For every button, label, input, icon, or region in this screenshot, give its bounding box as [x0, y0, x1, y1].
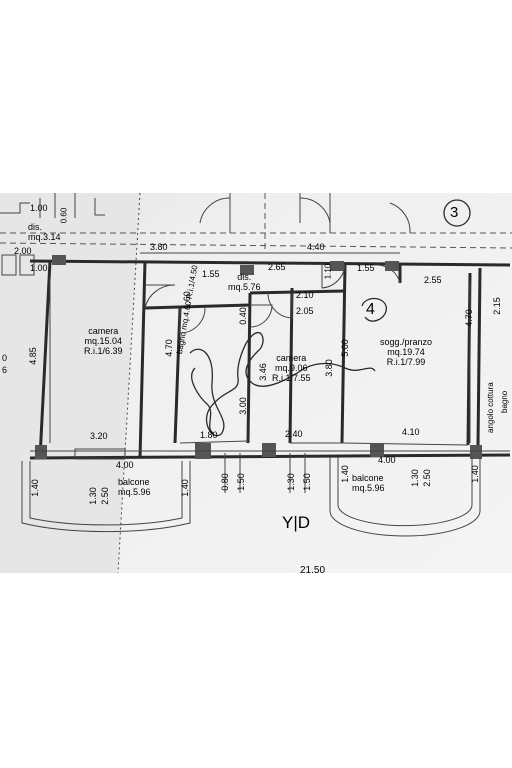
dimension-label: 4.70	[163, 339, 174, 357]
dimension-label: 2.50	[99, 487, 110, 505]
dimension-label: 0	[2, 353, 8, 363]
dimension-label: 2.55	[424, 275, 442, 285]
dimension-label: 2.05	[296, 306, 314, 316]
dimension-label: 4.40	[307, 242, 325, 252]
room-name: camera	[88, 326, 119, 336]
dimension-label: 1.60	[181, 291, 192, 309]
room-name: balcone	[352, 473, 384, 483]
pen-scribbles	[189, 199, 471, 437]
dimension-label: 1.40	[179, 479, 190, 497]
dimension-label: 1.30	[409, 469, 420, 487]
dimension-label: 4.00	[116, 460, 134, 470]
room-name: camera	[276, 353, 307, 363]
unit-number: 4	[366, 301, 375, 318]
dimension-label: 1.00	[30, 263, 48, 273]
dimension-label: 4.10	[402, 427, 420, 437]
upper-dash-line-2	[0, 242, 512, 249]
room-dis-mid: dis. mq.5.76	[228, 272, 261, 292]
dimension-label: 5.00	[339, 339, 350, 357]
room-bagno-right: bagno	[500, 390, 509, 413]
dimension-label: 1.55	[357, 263, 375, 273]
upper-unit-sketch	[0, 193, 411, 276]
page-fold	[0, 193, 140, 573]
page-number: 3	[450, 204, 459, 221]
room-ratio: R.i.1/7.99	[386, 357, 426, 367]
room-area: mq.5.96	[352, 483, 385, 493]
dimension-label: 2.15	[491, 297, 502, 315]
room-area: mq.5.96	[118, 487, 151, 497]
dimension-label: 1.30	[87, 487, 98, 505]
dimension-label: 3.20	[90, 431, 108, 441]
dimension-label: 1.50	[235, 473, 246, 491]
room-ratio: R.i.1/7.55	[272, 373, 311, 383]
dimension-label: 1.55	[202, 269, 220, 279]
room-dis-top: dis. mq.3.14	[28, 222, 61, 242]
floor-plan-photo: 3 4 21.50 Y|D camera mq.15.04 R.i.1/6.39…	[0, 192, 512, 576]
dimension-label: 3.80	[150, 242, 168, 252]
dimension-label: 2.40	[285, 429, 303, 439]
balconies	[21, 457, 481, 537]
dimension-label: 1.50	[301, 473, 312, 491]
dimension-label: 3.00	[237, 397, 248, 415]
dimension-label: 0.40	[237, 307, 248, 325]
room-area: mq.9.06	[275, 363, 308, 373]
room-soggiorno: sogg./pranzo mq.19.74 R.i.1/7.99	[380, 337, 432, 367]
dimension-label: 4.70	[463, 309, 474, 327]
room-name: balcone	[118, 477, 150, 487]
room-name: dis.	[28, 222, 43, 232]
dimension-label: 1.80	[200, 430, 218, 440]
room-area: mq.3.14	[28, 232, 61, 242]
room-area: mq.5.76	[228, 282, 261, 292]
dimension-label: 4.00	[378, 455, 396, 465]
room-area: mq.19.74	[387, 347, 425, 357]
dimension-label: 0.80	[219, 473, 230, 491]
walls	[29, 259, 511, 460]
dimension-label: 1.40	[29, 479, 40, 497]
dimension-label: 3.46	[257, 363, 268, 381]
dimension-lines	[30, 252, 510, 493]
dimension-label: 2.10	[296, 290, 314, 300]
fold-line	[117, 192, 141, 574]
dimension-label: 1.10	[323, 263, 333, 280]
dimension-label: 0.60	[59, 207, 69, 224]
dimension-label: 1.30	[285, 473, 296, 491]
dimension-label: 4.85	[27, 347, 38, 365]
dimension-label: 2.00	[14, 246, 32, 256]
floor-plan-drawing	[0, 192, 512, 574]
dimension-label: 1.40	[469, 465, 480, 483]
room-angolo: angolo cottura	[486, 382, 495, 433]
room-camera-mid: camera mq.9.06 R.i.1/7.55	[272, 353, 311, 383]
room-ratio: R.i.1/6.39	[84, 346, 123, 356]
room-balcone-right: balcone mq.5.96	[352, 473, 385, 493]
dimension-label: 3.80	[323, 359, 334, 377]
room-balcone-left: balcone mq.5.96	[118, 477, 151, 497]
dimension-label: 1.40	[339, 465, 350, 483]
dimension-label: 1.00	[30, 203, 48, 213]
room-name: sogg./pranzo	[380, 337, 433, 347]
dimension-label: 2.50	[421, 469, 432, 487]
room-camera-left: camera mq.15.04 R.i.1/6.39	[84, 326, 123, 356]
compass-label: Y|D	[282, 513, 311, 532]
room-name: dis.	[237, 272, 252, 282]
dimension-label: 6	[2, 365, 8, 375]
room-area: mq.15.04	[84, 336, 123, 346]
total-length: 21.50	[300, 565, 326, 576]
dimension-label: 2.65	[268, 262, 286, 272]
